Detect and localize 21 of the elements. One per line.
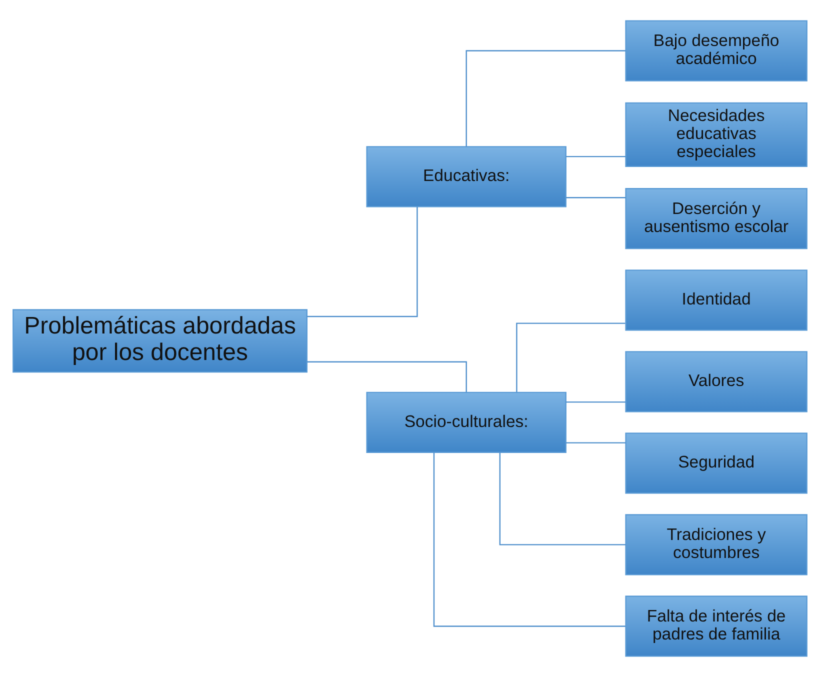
node-box: Deserción y ausentismo escolar <box>625 188 808 250</box>
node-box: Necesidades educativas especiales <box>625 102 808 168</box>
node-box: Educativas: <box>366 146 566 208</box>
connector <box>307 206 418 318</box>
node-box: Falta de interés de padres de familia <box>625 596 808 657</box>
connector <box>466 50 626 146</box>
connector <box>566 156 626 158</box>
node-box: Seguridad <box>625 432 808 494</box>
connector <box>566 401 626 403</box>
node-box: Identidad <box>625 270 808 331</box>
connector <box>566 197 626 198</box>
connector <box>566 442 626 444</box>
connector <box>433 452 626 627</box>
node-box: Socio-culturales: <box>366 392 566 453</box>
connector <box>306 361 467 392</box>
connector <box>499 452 626 546</box>
node-box: Tradiciones y costumbres <box>625 514 808 576</box>
node-box: Bajo desempeño académico <box>625 20 808 82</box>
node-box: Valores <box>625 351 808 412</box>
node-box: Problemáticas abordadas por los docentes <box>12 309 308 373</box>
connector <box>516 322 626 392</box>
